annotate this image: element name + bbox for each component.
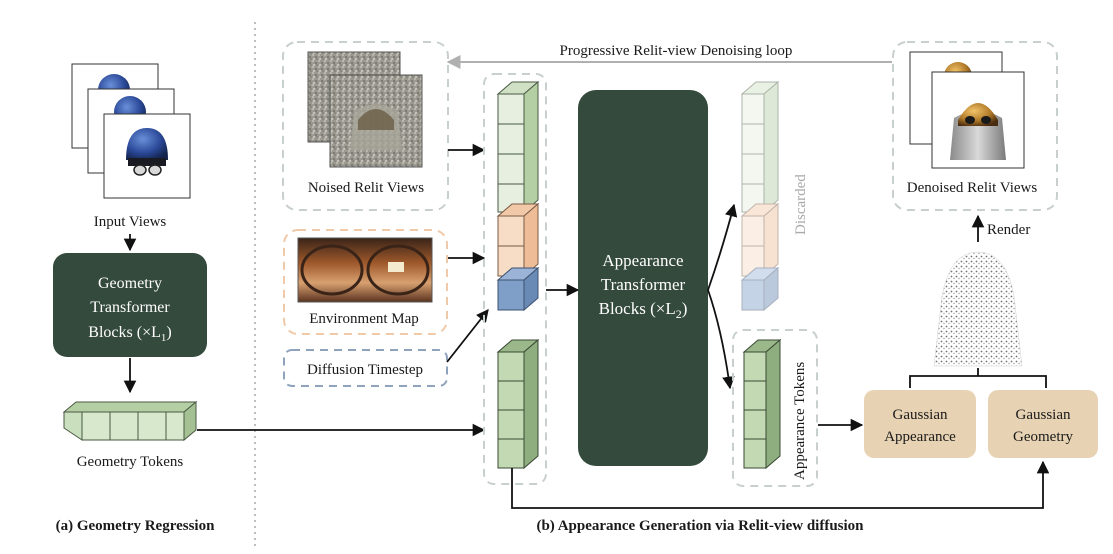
gaussian-appearance-line2: Appearance [884,429,956,445]
appearance-transformer-block: Appearance Transformer Blocks (×L2) [578,90,708,466]
loop-label: Progressive Relit-view Denoising loop [560,43,793,59]
blue-helmet-image [126,128,168,176]
denoised-views-label: Denoised Relit Views [907,180,1038,196]
caption-a: (a) Geometry Regression [56,518,215,534]
geometry-block-line1: Geometry [98,275,162,292]
input-views-label: Input Views [94,214,167,230]
caption-b: (b) Appearance Generation via Relit-view… [536,518,864,534]
env-map-label: Environment Map [309,311,419,327]
gaussian-appearance-box: Gaussian Appearance [864,390,976,458]
gaussian-geometry-line1: Gaussian [1016,407,1071,423]
geometry-tokens [62,400,198,442]
discarded-token-column [740,80,780,312]
input-token-frame [483,73,547,485]
denoised-relit-views [909,51,1025,169]
appearance-block-line2: Transformer [601,275,686,294]
gaussian-appearance-line1: Gaussian [893,407,948,423]
appearance-tokens-label: Appearance Tokens [792,362,808,480]
env-map-frame [283,229,448,335]
discarded-label: Discarded [793,174,809,235]
appearance-token-column [742,338,782,470]
input-views-stack [71,63,191,199]
noised-views-label: Noised Relit Views [308,180,424,196]
geometry-tokens-label: Geometry Tokens [77,454,184,470]
appearance-token-frame [732,329,818,487]
environment-map-image [297,237,433,303]
render-label: Render [987,222,1030,238]
geometry-transformer-block: Geometry Transformer Blocks (×L1) [53,253,207,357]
appearance-block-line1: Appearance [602,251,683,270]
gaussian-geometry-line2: Geometry [1013,429,1073,445]
input-token-column [496,80,540,470]
noised-relit-views [307,51,423,168]
noised-views-frame [282,41,449,211]
geometry-block-line2: Transformer [90,299,170,316]
gaussian-geometry-box: Gaussian Geometry [988,390,1098,458]
geometry-block-line3: Blocks (×L1) [88,324,171,344]
timestep-label: Diffusion Timestep [307,362,423,378]
timestep-frame [283,349,448,387]
point-cloud-helmet [933,251,1023,367]
denoised-views-frame [892,41,1058,211]
appearance-block-line3: Blocks (×L2) [599,299,688,321]
